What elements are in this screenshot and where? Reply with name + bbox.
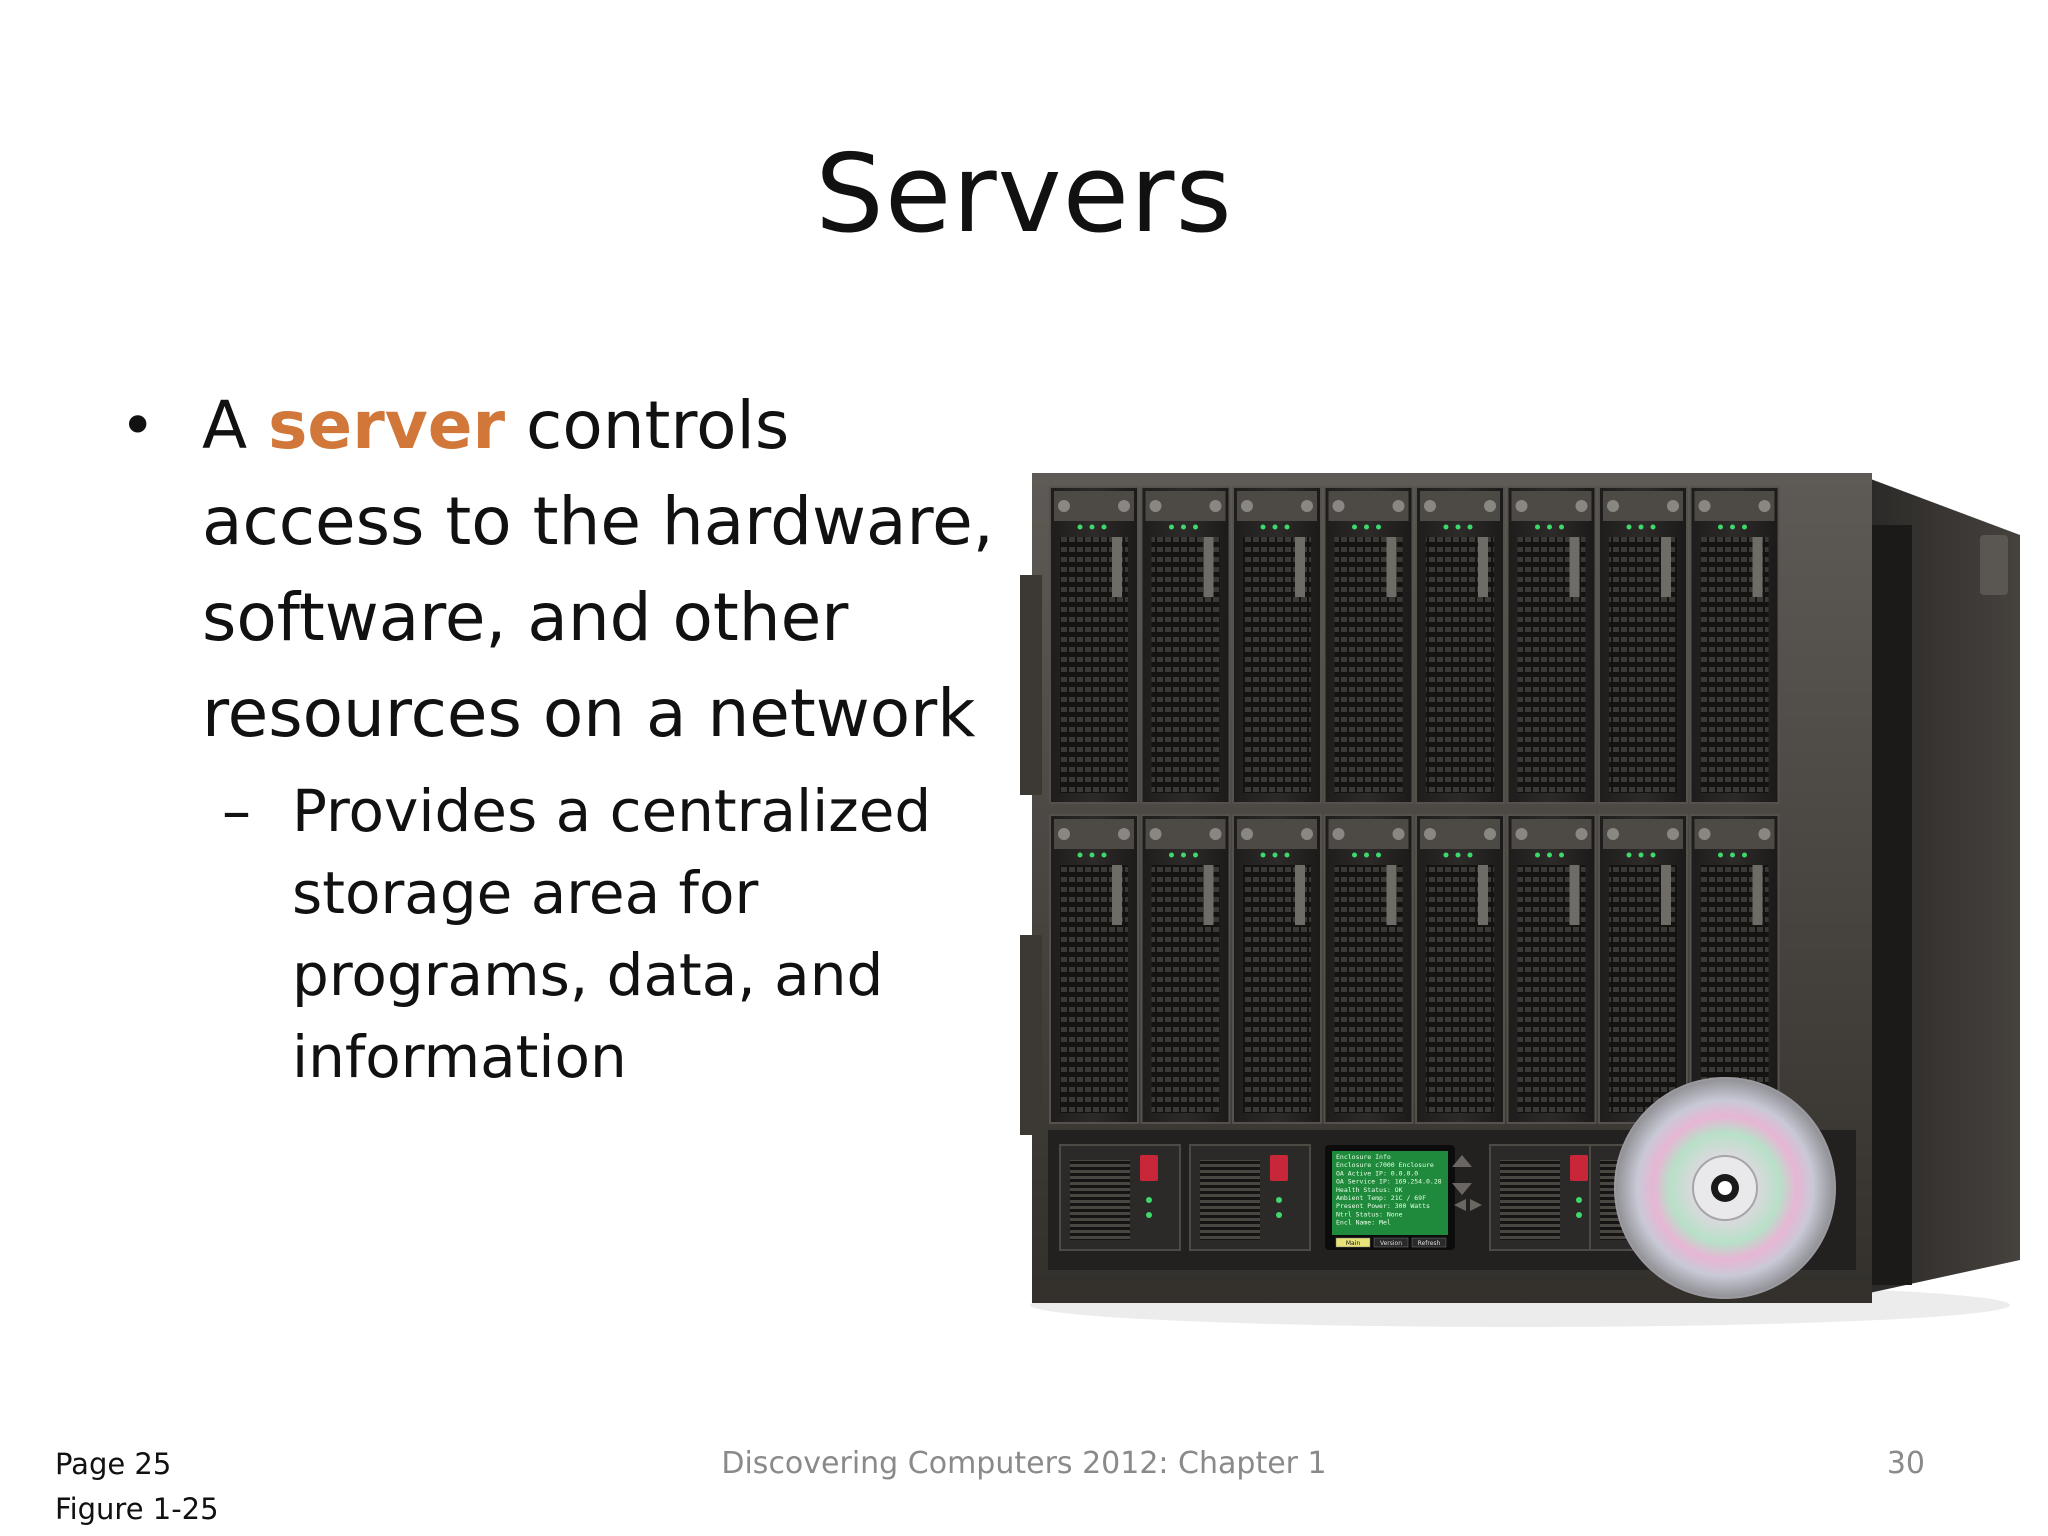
sub-bullet-text: Provides a centralized storage area for … [292,777,932,1091]
blade-server [1232,486,1322,804]
blade-server [1049,814,1139,1124]
blade-server [1140,486,1231,804]
slide-number: 30 [1886,1446,1925,1481]
power-supply-unit [1189,1144,1311,1251]
bullet-dot-icon: • [120,391,156,461]
lcd-button [1411,1237,1447,1248]
blade-server [1506,486,1597,804]
blade-server [1049,486,1139,804]
lcd-down-arrow-icon [1452,1183,1472,1195]
bullet-text: controls access to the hardware, softwar… [202,387,994,752]
lcd-line: Enclosure Info [1336,1153,1391,1161]
slide-title: Servers [815,132,1233,257]
lcd-up-arrow-icon [1452,1155,1472,1167]
side-handle-icon [1980,535,2008,595]
lcd-line: Health Status: OK [1336,1186,1403,1194]
footer-course-title: Discovering Computers 2012: Chapter 1 [721,1446,1327,1481]
blade-server [1415,814,1505,1124]
footer-page: Page 25 [55,1447,172,1481]
blade-server [1598,486,1688,804]
enclosure-side-rail [1872,525,1912,1285]
lcd-button [1335,1237,1371,1248]
blade-server [1689,486,1780,804]
lcd-buttons: Main Version Refresh [1335,1237,1447,1248]
lcd-button-label: Main [1346,1240,1361,1247]
cd-disc-icon [1614,1077,1836,1299]
lcd-line: Encl Name: Mel [1336,1219,1391,1227]
lcd-line: Ntrl Status: None [1336,1210,1403,1218]
lcd-button [1373,1237,1409,1248]
blade-server [1598,814,1688,1124]
sub-bullet-dash: – [222,777,251,845]
lcd-button-label: Version [1380,1240,1402,1247]
front-left-handle [1020,575,1042,795]
lcd-line: Enclosure c7000 Enclosure [1336,1161,1434,1169]
lcd-screen [1332,1151,1448,1235]
blade-server [1323,814,1414,1124]
lcd-button-label: Refresh [1418,1240,1441,1247]
footer-reference: Page 25 Figure 1-25 [55,1442,219,1532]
blade-server [1689,814,1780,1124]
blade-server [1506,814,1597,1124]
blade-server [1140,814,1231,1124]
lcd-right-arrow-icon [1470,1199,1482,1211]
bullet-item: • A server controls access to the hardwa… [120,378,1020,762]
sub-bullet-item: – Provides a centralized storage area fo… [120,770,1020,1098]
power-supply-unit [1059,1144,1181,1251]
blade-bays [1049,486,1780,1124]
bullet-key-term: server [268,387,506,464]
bullet-prefix: A [202,387,269,464]
lcd-line: OA Active IP: 0.0.0.0 [1336,1169,1418,1177]
lcd-line: Present Power: 300 Watts [1336,1202,1430,1210]
lcd-line: OA Service IP: 169.254.0.28 [1336,1178,1442,1186]
footer-figure: Figure 1-25 [55,1492,219,1526]
lcd-line: Ambient Temp: 21C / 69F [1336,1194,1426,1202]
front-left-handle-lower [1020,935,1042,1135]
blade-server [1323,486,1414,804]
blade-server [1415,486,1505,804]
lcd-left-arrow-icon [1454,1199,1466,1211]
slide-body: • A server controls access to the hardwa… [120,378,1020,1098]
blade-server [1232,814,1322,1124]
